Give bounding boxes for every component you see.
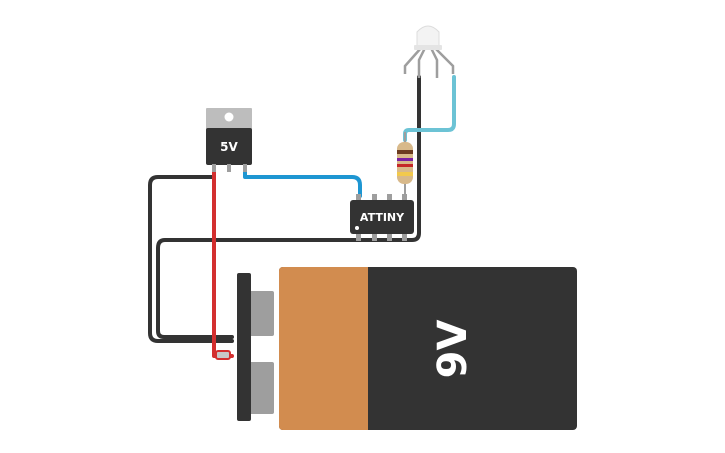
chip-pin-bottom-1[interactable] xyxy=(356,232,361,241)
chip-body xyxy=(350,200,414,234)
resistor-band-4 xyxy=(397,172,413,176)
voltage-regulator[interactable]: 5V xyxy=(206,108,252,172)
rgb-led-icon[interactable] xyxy=(403,25,455,78)
resistor-icon[interactable] xyxy=(397,132,413,198)
battery-label-band xyxy=(279,267,368,430)
led-leg-1 xyxy=(403,47,422,74)
battery-terminal-negative[interactable] xyxy=(248,291,274,336)
led-dome xyxy=(416,25,440,49)
chip-pin1-marker xyxy=(355,226,359,230)
wire-regulator-input-red[interactable] xyxy=(212,168,234,358)
led-leg-4 xyxy=(434,47,455,74)
resistor-band-2 xyxy=(397,158,413,161)
regulator-pin-out[interactable] xyxy=(243,164,247,172)
chip-pin-top-1[interactable] xyxy=(356,194,361,203)
battery-9v[interactable]: 9V xyxy=(215,267,577,430)
regulator-body xyxy=(206,128,252,165)
resistor-body xyxy=(397,142,413,184)
wire-resistor-led-cyan[interactable] xyxy=(403,75,456,142)
chip-pin-top-4[interactable] xyxy=(402,194,407,203)
regulator-pin-gnd[interactable] xyxy=(227,164,231,172)
chip-pin-bottom-4[interactable] xyxy=(402,232,407,241)
chip-pin-top-2[interactable] xyxy=(372,194,377,203)
battery-connector-clip xyxy=(237,273,251,421)
attiny-chip[interactable]: ATTINY xyxy=(350,194,414,241)
wire-regulator-output-blue[interactable] xyxy=(243,168,362,198)
led-leg-2 xyxy=(417,47,427,78)
chip-pin-bottom-2[interactable] xyxy=(372,232,377,241)
wire-chip-ground[interactable] xyxy=(156,75,421,339)
wire-regulator-ground[interactable] xyxy=(148,168,234,343)
regulator-pin-in[interactable] xyxy=(212,164,216,172)
regulator-mount-hole xyxy=(224,112,234,122)
chip-pin-bottom-3[interactable] xyxy=(387,232,392,241)
chip-pin-top-3[interactable] xyxy=(387,194,392,203)
battery-label: 9V xyxy=(430,320,476,379)
resistor-band-3 xyxy=(397,164,413,167)
regulator-label: 5V xyxy=(220,140,238,154)
led-leg-3 xyxy=(429,47,439,78)
battery-red-lead-clip xyxy=(215,350,231,360)
battery-terminal-positive[interactable] xyxy=(248,362,274,414)
resistor-band-1 xyxy=(397,150,413,154)
led-rim xyxy=(414,45,442,50)
chip-label: ATTINY xyxy=(360,211,405,224)
